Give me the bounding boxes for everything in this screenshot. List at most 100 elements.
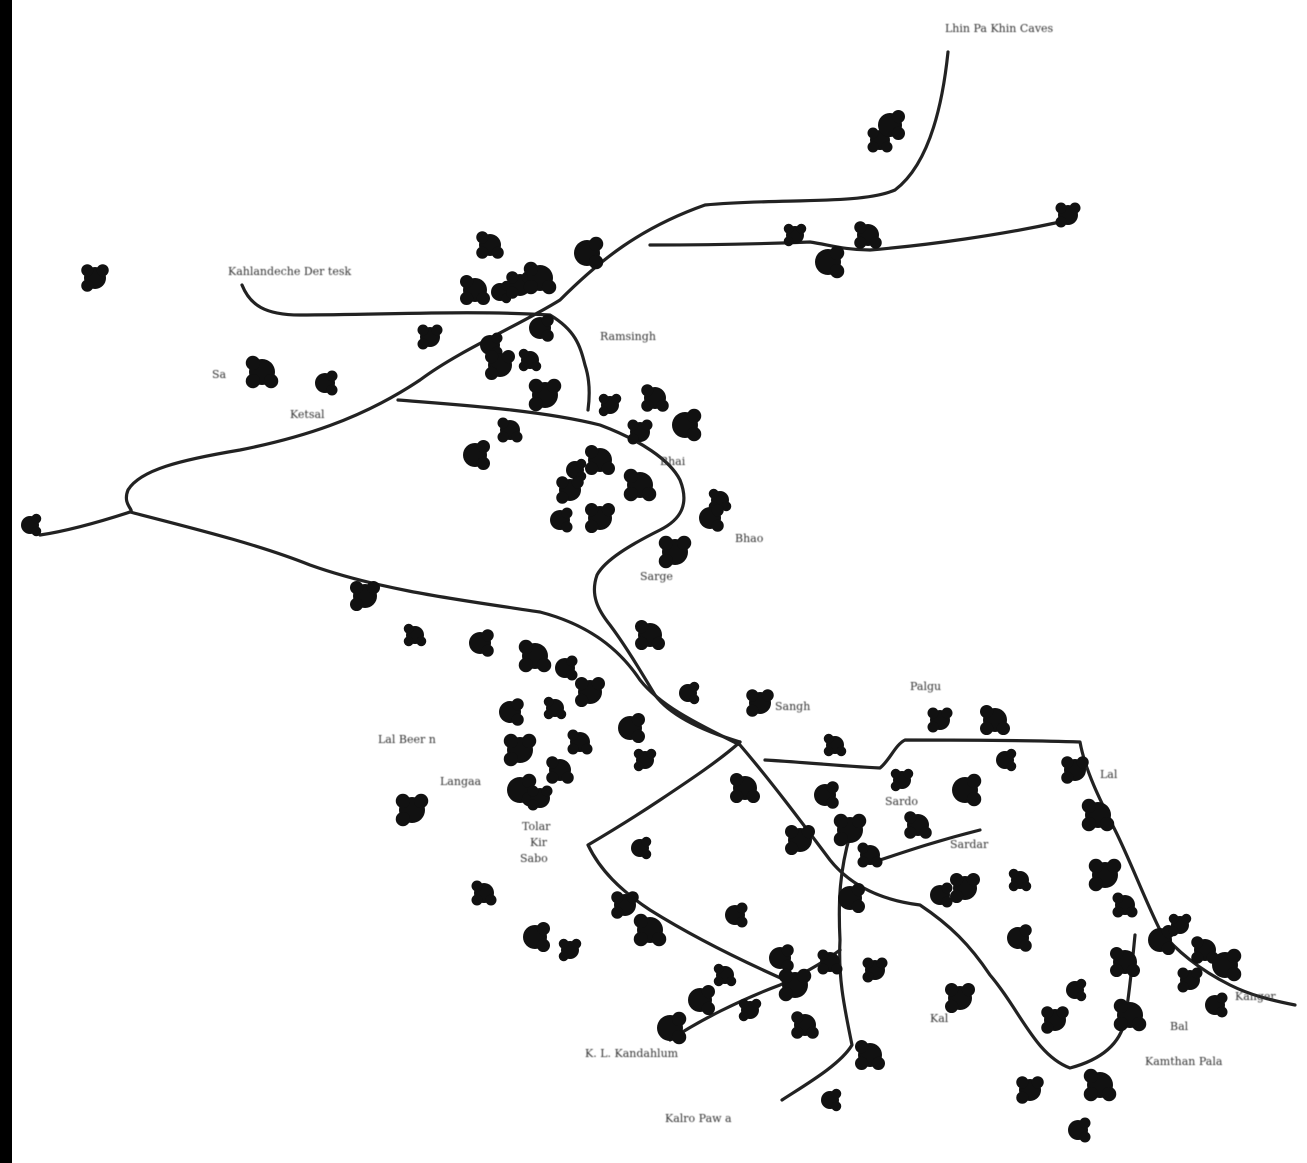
blob-marker-icon	[1212, 948, 1242, 982]
blob-marker-icon	[523, 922, 551, 953]
route-east-inner	[878, 828, 982, 862]
route-south-inner	[586, 740, 787, 982]
place-label-upper-right: Lhin Pa Khin Caves	[945, 22, 1054, 35]
blob-marker-icon	[857, 842, 883, 868]
blob-marker-icon	[952, 773, 982, 807]
place-label-south-center-c: Sabo	[520, 852, 548, 865]
blob-marker-icon	[623, 468, 657, 502]
blob-marker-icon	[725, 902, 748, 928]
blob-marker-icon	[738, 998, 762, 1022]
blob-marker-icon	[1083, 1068, 1117, 1102]
blob-marker-icon	[821, 1088, 842, 1112]
place-label-south-east-1: Kal	[930, 1012, 949, 1025]
blob-marker-icon	[1066, 978, 1087, 1002]
place-label-south-west-2: Langaa	[440, 775, 482, 788]
blob-marker-icon	[1061, 756, 1089, 784]
blob-marker-icon	[527, 785, 553, 811]
place-label-south-east-top: Palgu	[910, 680, 942, 693]
blob-marker-icon	[403, 623, 427, 647]
place-label-south-center-b: Kir	[530, 836, 547, 849]
blob-marker-icon	[927, 707, 953, 733]
blob-marker-icon	[1168, 913, 1192, 937]
route-south-branch	[780, 833, 854, 1102]
blob-marker-icon	[1205, 992, 1228, 1018]
blob-marker-icon	[838, 883, 866, 914]
blob-marker-icon	[814, 781, 839, 809]
blob-marker-icon	[708, 488, 732, 512]
blob-marker-icon	[543, 696, 567, 720]
blob-marker-icon	[575, 677, 606, 708]
blob-marker-icon	[497, 417, 523, 443]
blob-marker-icon	[550, 507, 573, 533]
blob-marker-icon	[471, 880, 497, 906]
route-east-box	[763, 738, 1297, 1007]
blob-marker-icon	[558, 938, 582, 962]
blob-marker-icon	[350, 581, 380, 612]
blob-marker-icon	[1110, 947, 1140, 978]
blob-marker-icon	[633, 913, 667, 947]
blob-marker-icon	[485, 350, 515, 380]
blob-marker-icon	[631, 836, 652, 860]
blob-marker-icon	[635, 620, 666, 651]
blob-marker-icon	[627, 419, 653, 445]
blob-marker-icon	[81, 264, 109, 292]
blob-marker-icon	[567, 729, 593, 755]
blob-marker-icon	[245, 355, 279, 389]
blob-marker-icon	[746, 689, 774, 717]
place-label-west-site: Sa	[212, 368, 227, 381]
blob-marker-icon	[713, 963, 737, 987]
blob-marker-icon	[585, 445, 616, 475]
blob-marker-icon	[315, 370, 338, 396]
place-label-east-2: Sardar	[950, 838, 989, 851]
blob-marker-icon	[518, 348, 542, 372]
blob-marker-icon	[1007, 924, 1032, 952]
place-label-south-center-a: Tolar	[522, 820, 551, 833]
blob-marker-icon	[783, 223, 807, 247]
blob-marker-icon	[574, 236, 604, 270]
blob-marker-icon	[878, 110, 906, 140]
place-label-east-1: Sardo	[885, 795, 919, 808]
blob-marker-icon	[672, 408, 702, 442]
blob-marker-icon	[854, 221, 882, 249]
blob-marker-icon	[833, 813, 867, 847]
blob-marker-icon	[1191, 936, 1219, 964]
blob-marker-icon	[1113, 998, 1147, 1032]
blob-marker-icon	[469, 629, 494, 657]
blob-marker-icon	[785, 825, 816, 856]
blob-marker-icon	[688, 985, 716, 1016]
blob-marker-icon	[950, 873, 981, 904]
blob-marker-icon	[679, 681, 700, 705]
blob-marker-icon	[503, 733, 537, 767]
blob-marker-icon	[1112, 892, 1138, 918]
place-label-central-east: Bhai	[660, 455, 686, 468]
blob-marker-icon	[21, 513, 42, 537]
blob-marker-icon	[611, 891, 639, 919]
blob-marker-icon	[395, 793, 429, 827]
blob-marker-icon	[1081, 798, 1115, 832]
blob-marker-icon	[815, 245, 845, 279]
place-label-central-north: Ramsingh	[600, 330, 656, 343]
blob-marker-icon	[633, 748, 657, 772]
blob-marker-icon	[417, 324, 443, 350]
blob-marker-icon	[778, 968, 812, 1002]
route-south-west-branch	[668, 948, 842, 1042]
route-network	[38, 50, 1297, 1102]
place-label-south-road: K. L. Kandahlum	[585, 1047, 679, 1060]
blob-marker-icon	[476, 231, 504, 259]
route-west-road	[240, 283, 591, 412]
blob-marker-icon	[817, 949, 843, 975]
blob-marker-icon	[855, 1040, 886, 1070]
route-north-main	[38, 50, 950, 537]
archaeological-sites	[21, 110, 1242, 1143]
blob-marker-icon	[769, 944, 794, 972]
blob-marker-icon	[529, 314, 554, 342]
blob-marker-icon	[730, 773, 761, 804]
blob-marker-icon	[641, 384, 669, 412]
blob-marker-icon	[699, 504, 724, 532]
blob-marker-icon	[585, 503, 616, 534]
blob-marker-icon	[518, 639, 552, 673]
blob-marker-icon	[1177, 967, 1203, 993]
place-label-central-mid: Sarge	[640, 570, 673, 583]
blob-marker-icon	[657, 1011, 687, 1045]
